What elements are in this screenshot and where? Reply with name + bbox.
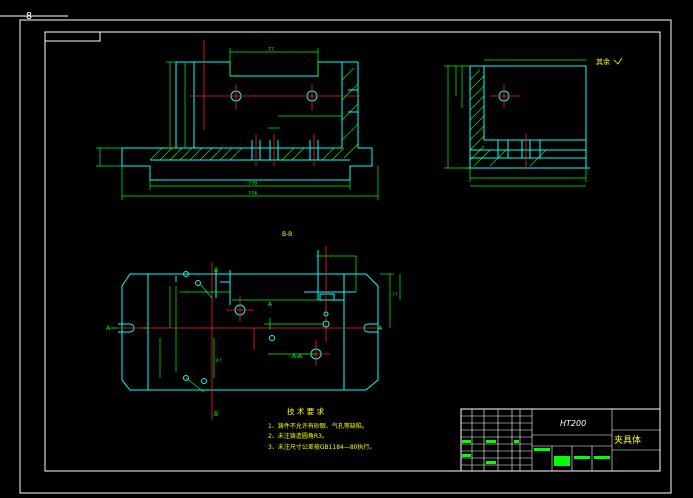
section-marker-a-left: A — [106, 325, 111, 332]
top-view-centerlines — [112, 246, 382, 420]
side-view-centerlines — [490, 84, 527, 170]
front-view-outline — [121, 61, 373, 181]
top-view-outline — [118, 250, 379, 391]
front-view-dim-inner: ??0 — [248, 181, 257, 187]
tech-requirement-item: 3、未注尺寸公差按GB1184—80执行。 — [268, 443, 376, 451]
outer-frame — [19, 19, 672, 494]
side-view-dimensions — [444, 59, 587, 187]
ucs-label: 8 — [26, 11, 32, 22]
title-block-fill-marks — [462, 440, 610, 466]
side-view-outline — [466, 65, 590, 169]
roughness-symbol-icon — [613, 57, 623, 65]
front-view-dimensions — [96, 48, 379, 200]
side-view: 其余 — [444, 57, 623, 187]
roughness-note: 其余 — [596, 57, 623, 66]
front-view: 7? ??0 ??4 — [96, 40, 379, 200]
section-marker-a-mid: A — [268, 301, 273, 308]
inner-frame — [44, 31, 661, 472]
top-view-dimensions — [110, 255, 401, 393]
section-marker-a-section: A-A — [292, 353, 303, 360]
front-view-centerlines — [190, 40, 360, 166]
tech-requirement-item: 1、铸件不允许有砂眼、气孔等缺陷。 — [268, 422, 368, 430]
section-marker-b-top: B — [214, 267, 218, 274]
tech-requirements: 技 术 要 求 1、铸件不允许有砂眼、气孔等缺陷。 2、未注铸造圆角R3。 3、… — [268, 406, 376, 451]
top-view-dim-offset: 4? — [216, 358, 222, 364]
top-view-dim-depth: ?? — [392, 292, 398, 298]
title-block-material: HT200 — [560, 419, 586, 428]
title-block-part-name: 夹具体 — [614, 434, 641, 446]
tech-requirements-title: 技 术 要 求 — [287, 406, 325, 416]
front-view-hatch — [149, 67, 359, 161]
ucs-marker: 8 — [0, 11, 68, 22]
section-label: B-B — [282, 231, 292, 238]
front-view-dim-width: 7? — [268, 47, 274, 53]
title-block: HT200 夹具体 — [460, 408, 661, 472]
title-block-grid — [461, 409, 660, 471]
section-marker-a-right: A — [378, 325, 383, 332]
roughness-note-text: 其余 — [596, 57, 610, 66]
section-marker-b-bottom: B — [214, 411, 218, 418]
tech-requirement-item: 2、未注铸造圆角R3。 — [268, 432, 328, 440]
corner-code-box — [44, 31, 101, 42]
top-view: A A A A-A B B ?? 4? — [106, 246, 401, 420]
front-view-dim-overall: ??4 — [248, 191, 257, 197]
side-view-hatch — [469, 69, 547, 167]
